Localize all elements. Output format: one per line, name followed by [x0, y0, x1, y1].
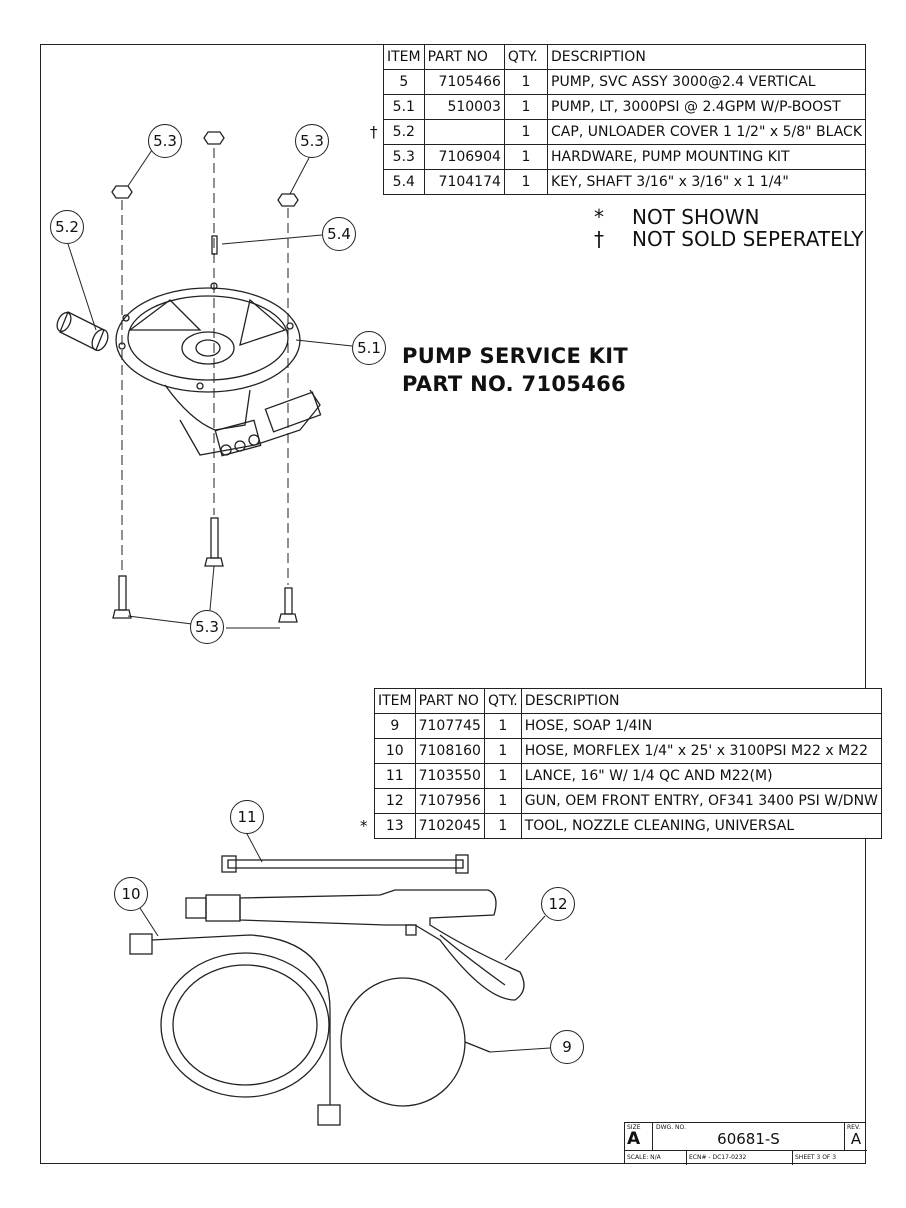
- dwg-label: DWG. NO.: [656, 1124, 686, 1131]
- cell-part-no: 510003: [423, 94, 505, 120]
- cell-part-no: 7107956: [414, 788, 485, 814]
- rev-value: A: [850, 1130, 862, 1148]
- cell-description: HOSE, MORFLEX 1/4" x 25' x 3100PSI M22 x…: [520, 738, 882, 764]
- cell-qty: 1: [483, 788, 522, 814]
- callout-balloon: 5.3: [148, 124, 182, 158]
- cell-description: KEY, SHAFT 3/16" x 3/16" x 1 1/4": [547, 169, 866, 195]
- cell-description: TOOL, NOZZLE CLEANING, UNIVERSAL: [520, 813, 882, 839]
- sheet-cell: SHEET 3 OF 3: [795, 1154, 837, 1161]
- unloader-cap-icon: [56, 311, 109, 352]
- cell-part-no: 7106904: [423, 144, 505, 170]
- note-text: NOT SHOWN: [632, 205, 760, 229]
- pressure-hose-icon: [129, 933, 341, 1126]
- soap-hose-icon: [340, 977, 491, 1107]
- cell-description: PUMP, LT, 3000PSI @ 2.4GPM W/P-BOOST: [547, 94, 866, 120]
- callout-balloon: 5.3: [295, 124, 329, 158]
- cell-description: HOSE, SOAP 1/4IN: [520, 713, 882, 739]
- alignment-lines: [121, 148, 289, 585]
- scale-cell: SCALE: N/A: [625, 1151, 687, 1165]
- notes-legend: * NOT SHOWN † NOT SOLD SEPERATELY: [594, 206, 863, 250]
- size-label: SIZE: [627, 1124, 641, 1131]
- kit-title-line2: PART NO. 7105466: [402, 372, 626, 396]
- col-qty: QTY.: [503, 44, 549, 70]
- cell-part-no: 7108160: [414, 738, 485, 764]
- kit-title-line1: PUMP SERVICE KIT: [402, 344, 629, 368]
- dwg-value: 60681-S: [717, 1130, 780, 1148]
- size-value: A: [627, 1129, 641, 1149]
- cell-description: LANCE, 16" W/ 1/4 QC AND M22(M): [520, 763, 882, 789]
- note-not-shown: * NOT SHOWN: [594, 206, 863, 228]
- cell-part-no: 7103550: [414, 763, 485, 789]
- mounting-nut-icon: [111, 131, 299, 207]
- note-symbol: †: [594, 227, 604, 251]
- title-block: SIZE A DWG. NO. 60681-S REV. A SCALE: N/…: [624, 1122, 867, 1165]
- cell-qty: 1: [503, 69, 549, 95]
- cell-qty: 1: [503, 94, 549, 120]
- leader-lines: [67, 149, 551, 1053]
- cell-item: 5.2: [383, 119, 425, 145]
- mounting-bolt-icon: [112, 517, 298, 623]
- col-description: DESCRIPTION: [520, 688, 882, 714]
- callout-balloon: 12: [541, 887, 575, 921]
- cell-part-no: 7105466: [423, 69, 505, 95]
- cell-item: 5.3: [383, 144, 425, 170]
- pump-body-icon: [115, 282, 322, 457]
- rev-label: REV.: [847, 1124, 861, 1131]
- callout-balloon: 11: [230, 800, 264, 834]
- table-header-row: ITEM PART NO QTY. DESCRIPTION: [374, 688, 882, 714]
- shaft-key-icon: [211, 235, 218, 255]
- spray-gun-icon: [185, 889, 525, 1001]
- kit-title: PUMP SERVICE KIT PART NO. 7105466: [402, 342, 628, 398]
- callout-balloon: 5.4: [322, 217, 356, 251]
- rev-cell: REV. A: [845, 1123, 867, 1151]
- note-symbol: *: [594, 205, 604, 229]
- lance-icon: [221, 854, 469, 874]
- size-cell: SIZE A: [625, 1123, 653, 1151]
- callout-balloon: 10: [114, 877, 148, 911]
- callout-balloon: 5.2: [50, 210, 84, 244]
- note-not-sold: † NOT SOLD SEPERATELY: [594, 228, 863, 250]
- cell-part-no: 7104174: [423, 169, 505, 195]
- callout-balloon: 5.3: [190, 610, 224, 644]
- note-text: NOT SOLD SEPERATELY: [632, 227, 864, 251]
- callout-balloon: 9: [550, 1030, 584, 1064]
- callout-balloon: 5.1: [352, 331, 386, 365]
- dwg-cell: DWG. NO. 60681-S: [653, 1123, 845, 1151]
- cell-description: PUMP, SVC ASSY 3000@2.4 VERTICAL: [547, 69, 866, 95]
- cell-part-no: 7102045: [414, 813, 485, 839]
- cell-part-no: 7107745: [414, 713, 485, 739]
- ecn-cell: ECN# - DC17-0232: [687, 1151, 793, 1165]
- cell-qty: 1: [483, 713, 522, 739]
- row-marker: †: [370, 123, 378, 141]
- cell-qty: 1: [503, 169, 549, 195]
- cell-item: 5.4: [383, 169, 425, 195]
- row-marker: *: [360, 817, 368, 835]
- cell-item: 13: [374, 813, 416, 839]
